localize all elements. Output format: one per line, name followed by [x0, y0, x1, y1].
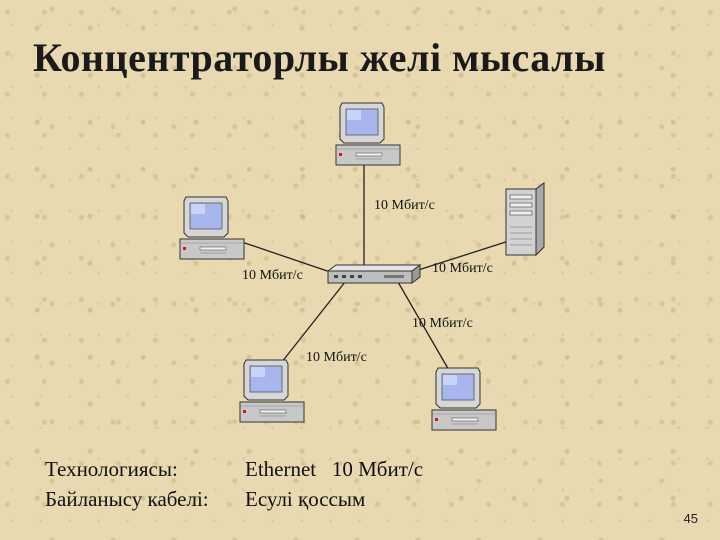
cable-bottom-right [397, 281, 451, 373]
speed-label-bottom-left: 10 Мбит/с [306, 350, 367, 365]
page-number: 45 [683, 511, 698, 526]
network-info: Технологиясы: Ethernet 10 Мбит/с Байланы… [45, 454, 423, 514]
computer-top-icon [335, 102, 401, 166]
speed-label-bottom-right: 10 Мбит/с [412, 316, 473, 331]
speed-label-top: 10 Мбит/с [374, 198, 435, 213]
technology-row: Технологиясы: Ethernet 10 Мбит/с [45, 454, 423, 484]
speed-label-server: 10 Мбит/с [432, 261, 493, 276]
computer-bottom-right-icon [431, 367, 497, 431]
cable-left [235, 239, 343, 277]
cable-row: Байланысу кабелі: Есулі қоссым [45, 484, 423, 514]
computer-bottom-left-icon [239, 359, 305, 423]
cable-server [411, 239, 513, 273]
technology-label: Технологиясы: [45, 457, 178, 481]
cable-bottom-left [273, 281, 346, 373]
server-icon [505, 182, 545, 256]
slide-title: Концентраторлы желі мысалы [33, 35, 606, 80]
cable-value: Есулі қоссым [245, 487, 366, 511]
speed-label-left: 10 Мбит/с [242, 268, 303, 283]
technology-value: Ethernet 10 Мбит/с [245, 457, 424, 481]
computer-left-icon [179, 196, 245, 260]
hub-icon [326, 264, 422, 284]
cable-label: Байланысу кабелі: [45, 487, 209, 511]
